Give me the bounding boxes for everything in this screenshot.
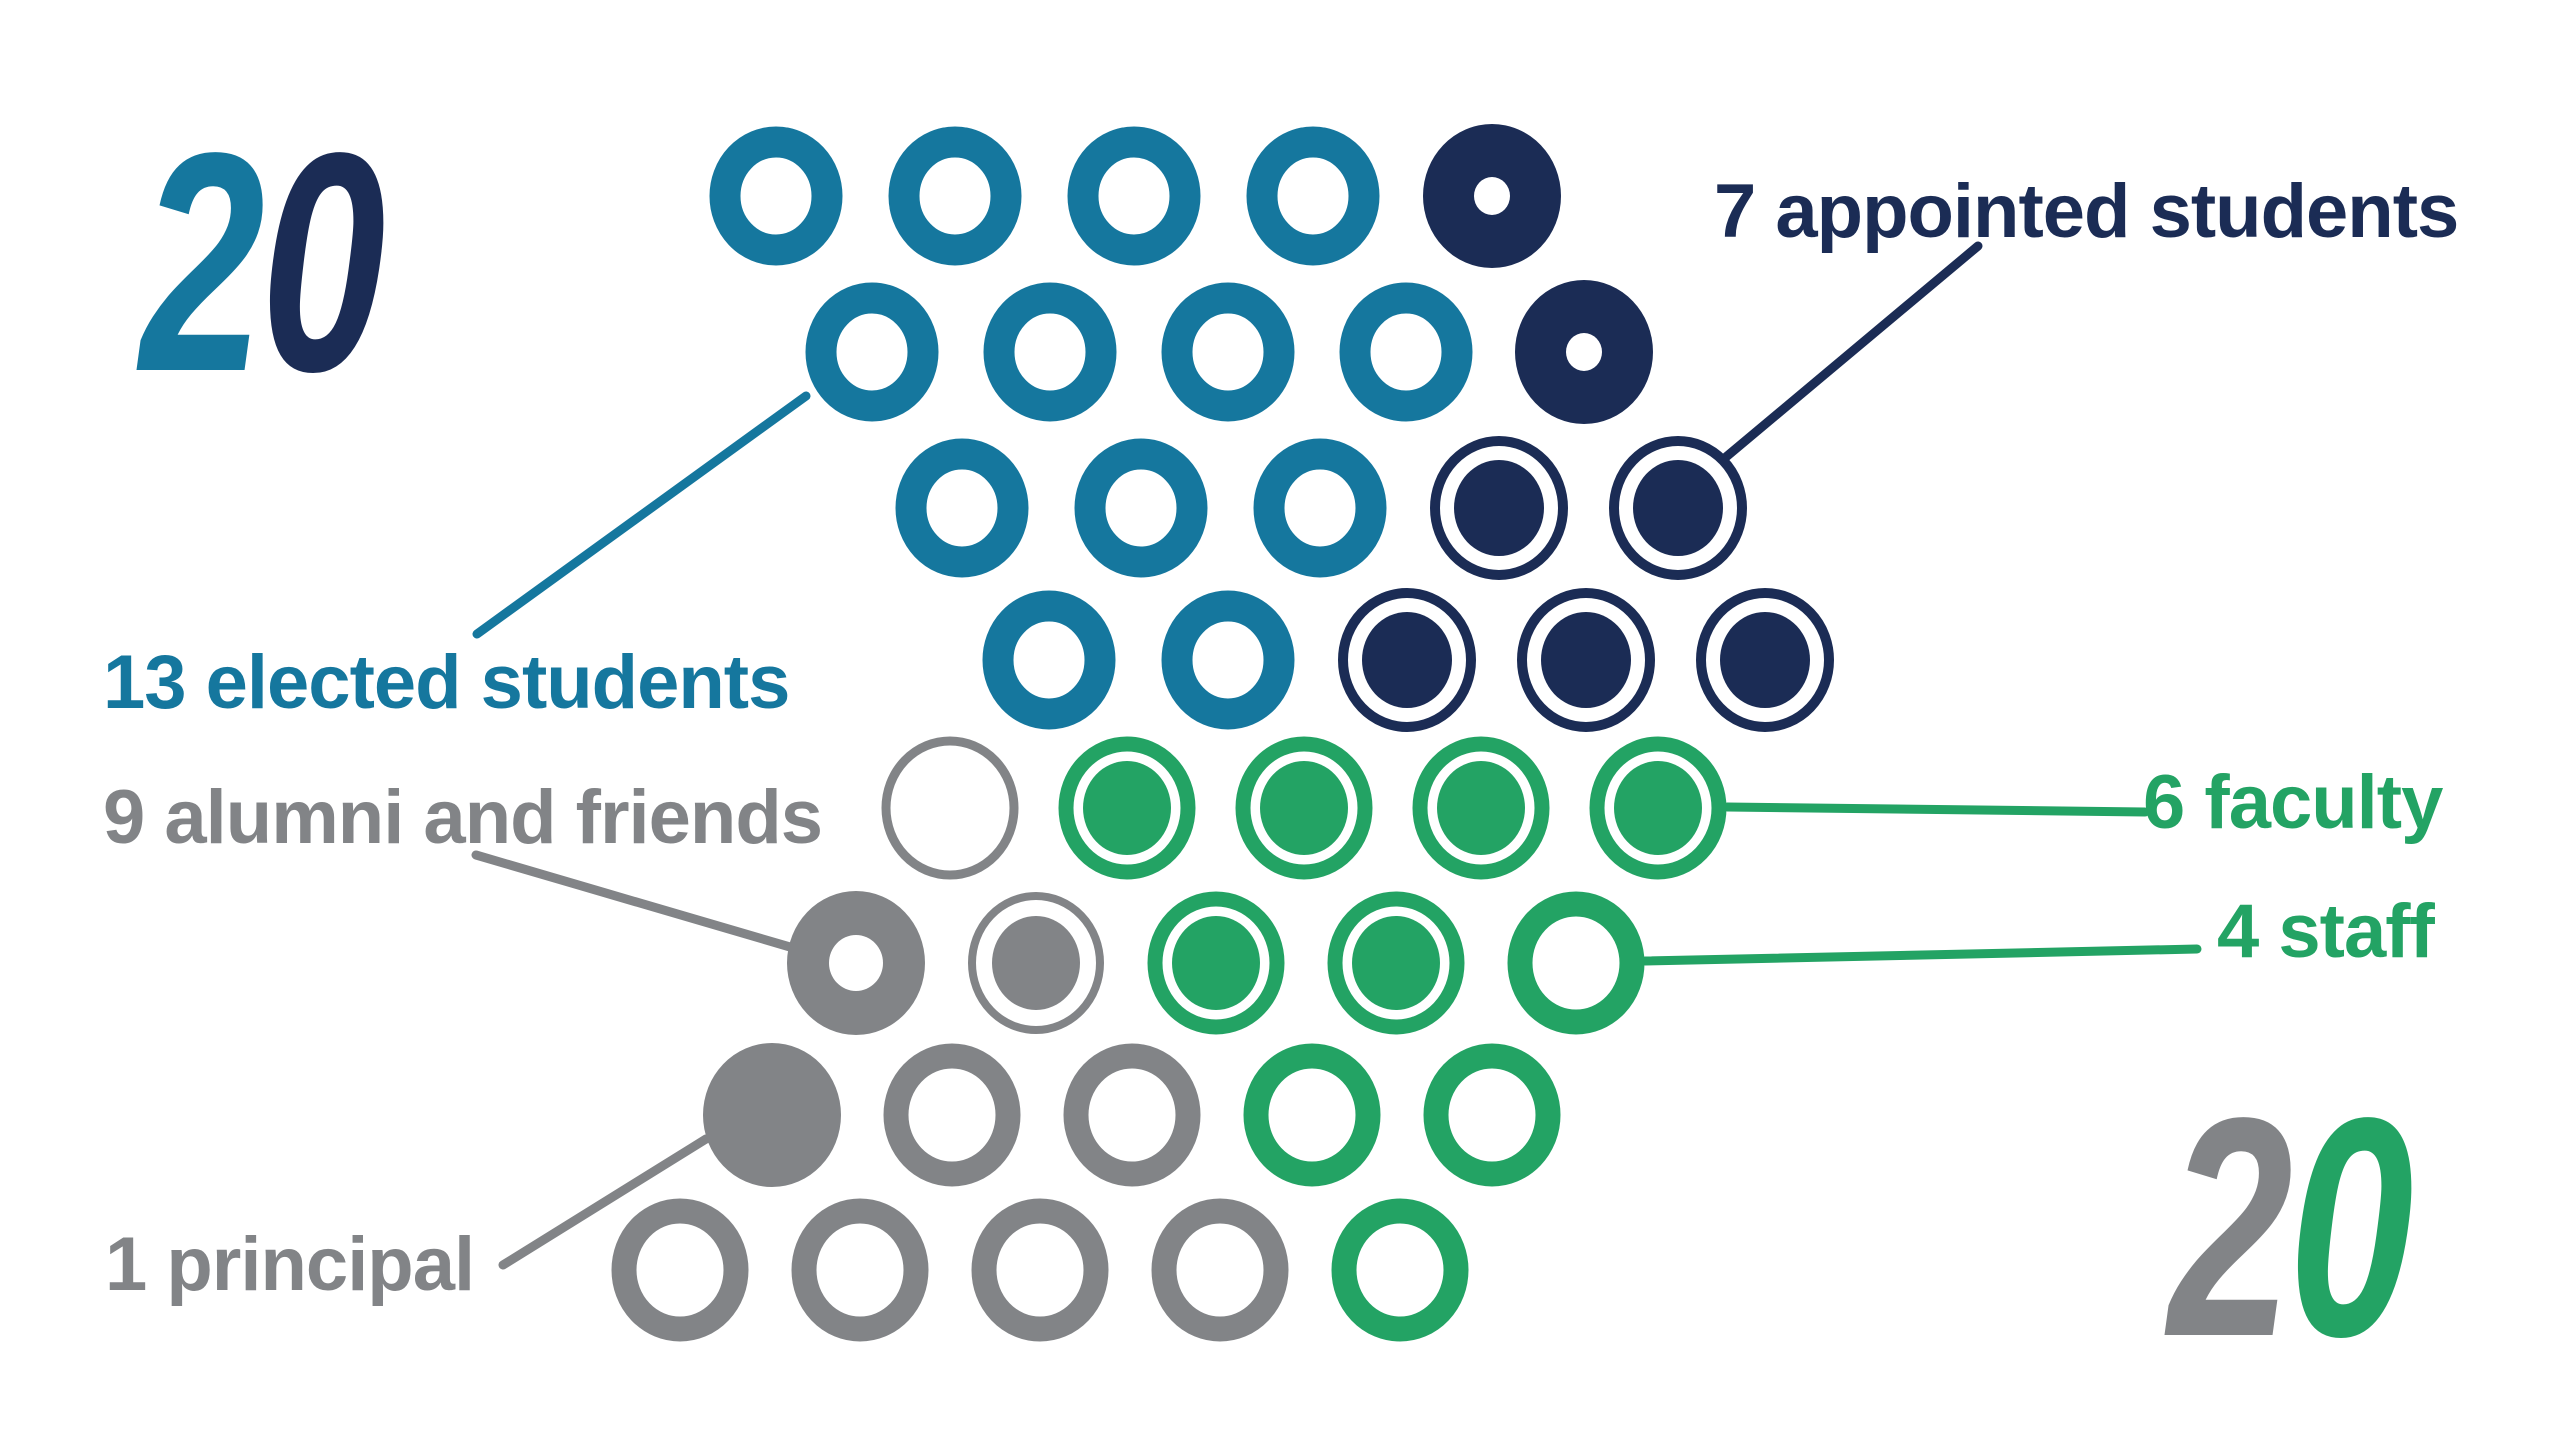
students-total-digit-1: 0 [261, 88, 384, 437]
community-total-digit-1: 0 [2289, 1053, 2412, 1402]
leader-line-principal [498, 1134, 711, 1270]
alumni-marker [971, 1198, 1109, 1342]
faculty-marker [1058, 736, 1196, 880]
appointed-student-marker [1609, 436, 1747, 580]
elected-student-marker [1074, 438, 1208, 578]
students-total: 20 [136, 88, 383, 437]
appointed-student-marker [1517, 588, 1655, 732]
leader-line-faculty [1722, 802, 2150, 817]
community-total-digit-0: 2 [2164, 1053, 2290, 1402]
faculty-marker [1147, 891, 1285, 1035]
elected-student-marker [1339, 282, 1473, 422]
leader-line-appointed [1721, 241, 1983, 462]
elected-student-marker [1161, 590, 1295, 730]
alumni-marker [883, 1043, 1021, 1187]
alumni-marker [611, 1198, 749, 1342]
label-principal: 1 principal [105, 1222, 474, 1307]
alumni-marker [968, 892, 1104, 1034]
label-appointed: 7 appointed students [1714, 169, 2458, 254]
elected-student-marker [1161, 282, 1295, 422]
faculty-marker [1589, 736, 1727, 880]
staff-marker [1507, 891, 1645, 1035]
alumni-marker [1151, 1198, 1289, 1342]
students-total-digit-0: 2 [136, 88, 262, 437]
appointed-student-marker [1423, 124, 1561, 268]
appointed-student-marker [1515, 280, 1653, 424]
appointed-student-marker [1696, 588, 1834, 732]
label-elected: 13 elected students [103, 640, 789, 725]
appointed-student-marker [1430, 436, 1568, 580]
label-faculty: 6 faculty [2143, 760, 2443, 845]
elected-student-marker [888, 126, 1022, 266]
elected-student-marker [895, 438, 1029, 578]
faculty-marker [1327, 891, 1465, 1035]
alumni-marker [881, 736, 1019, 880]
principal-marker [703, 1043, 841, 1187]
staff-marker [1423, 1043, 1561, 1187]
label-alumni: 9 alumni and friends [103, 775, 822, 860]
elected-student-marker [1253, 438, 1387, 578]
elected-student-marker [982, 590, 1116, 730]
elected-student-marker [805, 282, 939, 422]
elected-student-marker [709, 126, 843, 266]
elected-student-marker [983, 282, 1117, 422]
label-staff: 4 staff [2217, 889, 2436, 974]
alumni-marker [787, 891, 925, 1035]
faculty-marker [1235, 736, 1373, 880]
staff-marker [1243, 1043, 1381, 1187]
alumni-marker [791, 1198, 929, 1342]
staff-marker [1331, 1198, 1469, 1342]
appointed-student-marker [1338, 588, 1476, 732]
elected-student-marker [1246, 126, 1380, 266]
leader-line-staff [1640, 944, 2202, 966]
elected-student-marker [1067, 126, 1201, 266]
leader-line-elected [472, 391, 811, 639]
faculty-marker [1412, 736, 1550, 880]
alumni-marker [1063, 1043, 1201, 1187]
community-total: 20 [2164, 1053, 2411, 1402]
leader-line-alumni [471, 850, 795, 952]
